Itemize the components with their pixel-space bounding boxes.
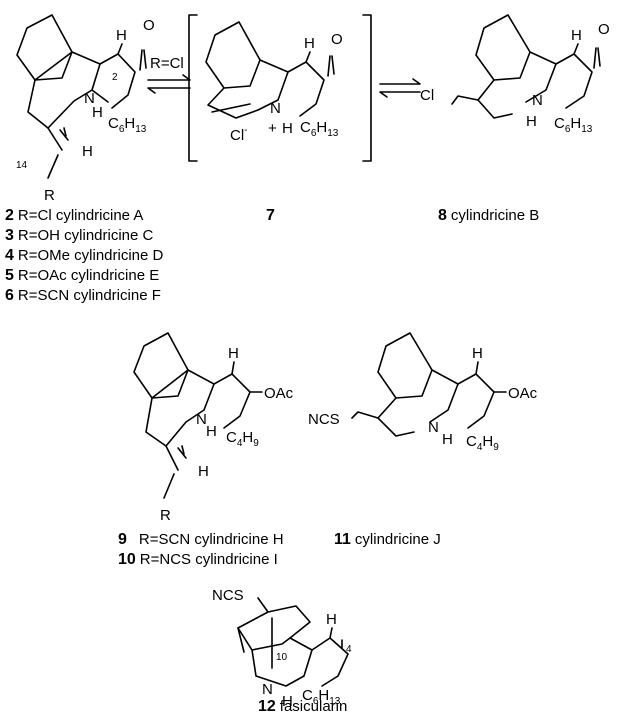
isothiocyanate-label-2: NCS bbox=[212, 587, 244, 604]
atom-R-label: R bbox=[44, 187, 55, 204]
atom-O-label-2: O bbox=[331, 31, 343, 48]
caption-compound-7: 7 bbox=[266, 207, 275, 224]
atom-R-label-2: R bbox=[160, 507, 171, 524]
atom-H-label-10: H bbox=[198, 463, 209, 480]
acetoxy-label-2: OAc bbox=[508, 385, 538, 402]
substituent-hexyl-label: C6H13 bbox=[108, 115, 147, 135]
atom-N-label-3: N bbox=[532, 92, 543, 109]
atom-N-label-4: N bbox=[196, 411, 207, 428]
equilibrium-arrow-2 bbox=[379, 78, 421, 98]
atom-N-label: N bbox=[84, 90, 95, 107]
structure-cylindricine-B: Cl H O N H C6H13 bbox=[420, 14, 610, 135]
substituent-hexyl-label-3: C6H13 bbox=[554, 115, 593, 135]
svg-text:6R=SCN cylindricine F: 6R=SCN cylindricine F bbox=[5, 287, 161, 304]
substituent-butyl-label: C4H9 bbox=[226, 429, 259, 449]
locant-4: 4 bbox=[346, 644, 352, 655]
atom-Cl-label: Cl bbox=[420, 87, 434, 104]
atom-H-label-2: H bbox=[92, 104, 103, 121]
structure-fasicularin: NCS 10 H 4 N H C6H13 bbox=[212, 587, 352, 710]
reagent-label: R=Cl bbox=[150, 55, 184, 72]
substituent-hexyl-label-2: C6H13 bbox=[300, 119, 339, 139]
structure-cylindricine-H-I: H OAc N H C4H9 H R bbox=[133, 332, 294, 524]
atom-N-label-5: N bbox=[428, 419, 439, 436]
atom-H-label-12: H bbox=[442, 431, 453, 448]
atom-H-label-9: H bbox=[206, 423, 217, 440]
atom-H-label-4: H bbox=[304, 35, 315, 52]
charge-plus: + bbox=[268, 120, 277, 137]
substituent-hexyl-label-4: C6H13 bbox=[302, 687, 341, 707]
atom-N-label-2: N bbox=[270, 100, 281, 117]
locant-14: 14 bbox=[16, 160, 28, 171]
locant-10: 10 bbox=[276, 652, 288, 663]
svg-text:3R=OH cylindricine C: 3R=OH cylindricine C bbox=[5, 227, 154, 244]
atom-H-label-11: H bbox=[472, 345, 483, 362]
structure-cylindricine-A: H O 2 N H C6H13 14 H R bbox=[16, 14, 155, 204]
structure-cylindricine-J: NCS H OAc N H C4H9 bbox=[308, 332, 538, 453]
svg-text:2R=Cl cylindricine A: 2R=Cl cylindricine A bbox=[5, 207, 143, 224]
chloride-ion-label: Cl- bbox=[230, 125, 248, 144]
svg-text:4R=OMe cylindricine D: 4R=OMe cylindricine D bbox=[5, 247, 164, 264]
atom-H-label-5: H bbox=[282, 120, 293, 137]
atom-H-label-7: H bbox=[526, 113, 537, 130]
acetoxy-label: OAc bbox=[264, 385, 294, 402]
atom-H-label-14: H bbox=[282, 693, 293, 710]
atom-H-label-6: H bbox=[571, 27, 582, 44]
atom-O-label-3: O bbox=[598, 21, 610, 38]
atom-H-label-13: H bbox=[326, 611, 337, 628]
structure-intermediate-7: H O N + H C6H13 Cl- bbox=[205, 21, 343, 144]
equilibrium-arrow-1 bbox=[147, 74, 191, 94]
isothiocyanate-label: NCS bbox=[308, 411, 340, 428]
atom-H-label-8: H bbox=[228, 345, 239, 362]
atom-H-label: H bbox=[116, 27, 127, 44]
svg-text:5R=OAc cylindricine E: 5R=OAc cylindricine E bbox=[5, 267, 159, 284]
bracket-intermediate-7 bbox=[188, 14, 372, 162]
atom-H-label-3: H bbox=[82, 143, 93, 160]
atom-N-label-6: N bbox=[262, 681, 273, 698]
locant-2: 2 bbox=[112, 72, 118, 83]
substituent-butyl-label-2: C4H9 bbox=[466, 433, 499, 453]
atom-O-label: O bbox=[143, 17, 155, 34]
